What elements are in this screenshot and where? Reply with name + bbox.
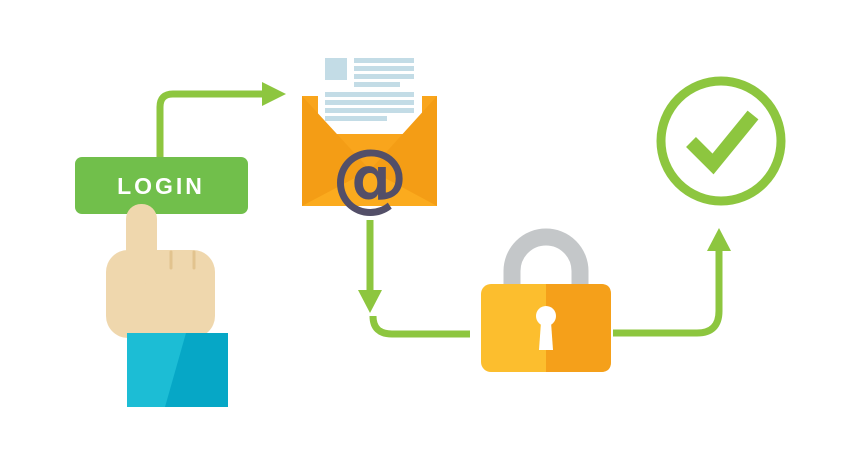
arrow-connector-line — [613, 251, 723, 337]
arrow-up-icon — [707, 228, 731, 251]
hand-index-finger — [126, 204, 157, 284]
hand-fist — [106, 250, 215, 338]
keyhole-stem — [539, 322, 553, 350]
arrow-down-icon — [358, 290, 382, 313]
sleeve-shade — [165, 333, 228, 407]
arrow-lock-to-check — [613, 228, 731, 337]
envelope-letter — [318, 50, 422, 134]
padlock-icon — [481, 228, 611, 372]
envelope-pocket-bottom — [302, 170, 437, 206]
at-symbol: @ — [332, 132, 408, 221]
email-envelope-icon: @ — [302, 50, 437, 221]
envelope-pocket-right — [370, 96, 437, 206]
login-button: LOGIN — [75, 157, 248, 214]
lock-body-shade — [546, 284, 611, 372]
login-button-label: LOGIN — [117, 173, 205, 199]
login-button-shape — [75, 157, 248, 214]
arrow-connector-line — [156, 90, 262, 162]
check-mark — [686, 110, 759, 175]
arrow-email-to-lock — [358, 220, 470, 338]
arrow-connector-curve — [369, 315, 470, 338]
arrow-right-icon — [262, 82, 286, 106]
check-ring — [656, 76, 786, 206]
hand-cursor-icon — [106, 204, 228, 407]
keyhole — [536, 306, 556, 326]
arrow-login-to-email — [156, 82, 286, 162]
letter-stamp-block — [325, 58, 347, 80]
checkmark-circle-icon — [656, 76, 786, 206]
envelope-pocket-left — [302, 96, 370, 206]
lock-shackle — [503, 228, 589, 292]
